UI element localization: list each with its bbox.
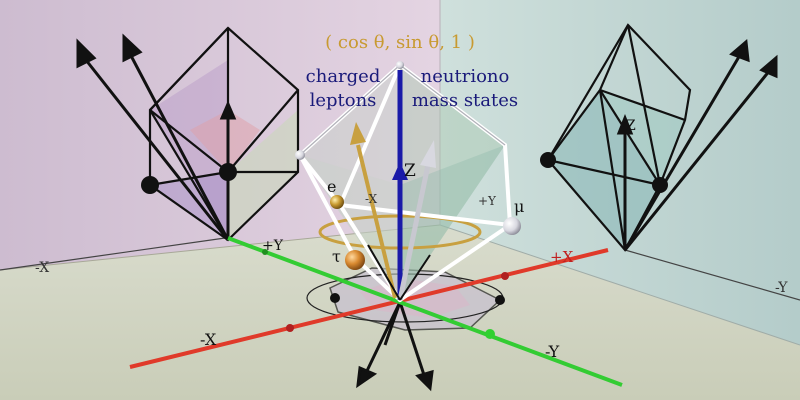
- y-axis-line: [227, 236, 623, 387]
- right-projection-node-1: [540, 152, 556, 168]
- pos-x-right-label: +X: [550, 248, 574, 266]
- pos-y-small-label: +Y: [478, 194, 497, 208]
- muon-label: μ: [514, 197, 524, 216]
- left-projection: [76, 26, 300, 242]
- pos-y-back-label: +Y: [262, 238, 284, 254]
- floor-right-edge: [439, 224, 800, 346]
- octahedron: [295, 61, 521, 302]
- electron-sphere: [330, 195, 344, 209]
- x-axis-line: [129, 248, 609, 369]
- neg-x-back-label: -X: [35, 260, 49, 276]
- tau-label: τ: [332, 247, 341, 266]
- neg-x-front-label: -X: [200, 330, 217, 349]
- right-back-wall: [440, 0, 800, 345]
- charged-leptons-line2: leptons: [310, 90, 377, 111]
- muon-sphere: [503, 217, 521, 235]
- charged-leptons-line1: charged: [306, 66, 381, 87]
- neutrino-arrow: [397, 164, 431, 301]
- neg-y-front-label: -Y: [545, 342, 560, 361]
- left-projection-node-1: [141, 176, 159, 194]
- left-wall-x-line: [0, 237, 226, 271]
- left-projection-node-2: [219, 163, 237, 181]
- z-right-label: Z: [626, 118, 636, 134]
- tau-sphere: [345, 250, 365, 270]
- neutrino-line1: neutriono: [421, 66, 510, 87]
- title-formula: ( cos θ, sin θ, 1 ): [325, 32, 475, 53]
- floor-left-edge: [0, 224, 441, 271]
- right-projection: [540, 23, 778, 252]
- neg-y-right-label: -Y: [775, 280, 788, 296]
- right-projection-node-2: [652, 177, 668, 193]
- lepton-arrow: [356, 144, 397, 299]
- z-axis-label: Z: [404, 161, 416, 181]
- neutrino-line2: mass states: [412, 90, 518, 111]
- neg-x-small-label: -X: [365, 192, 378, 206]
- right-wall-y-line: [624, 249, 800, 301]
- electron-label: e: [327, 177, 336, 196]
